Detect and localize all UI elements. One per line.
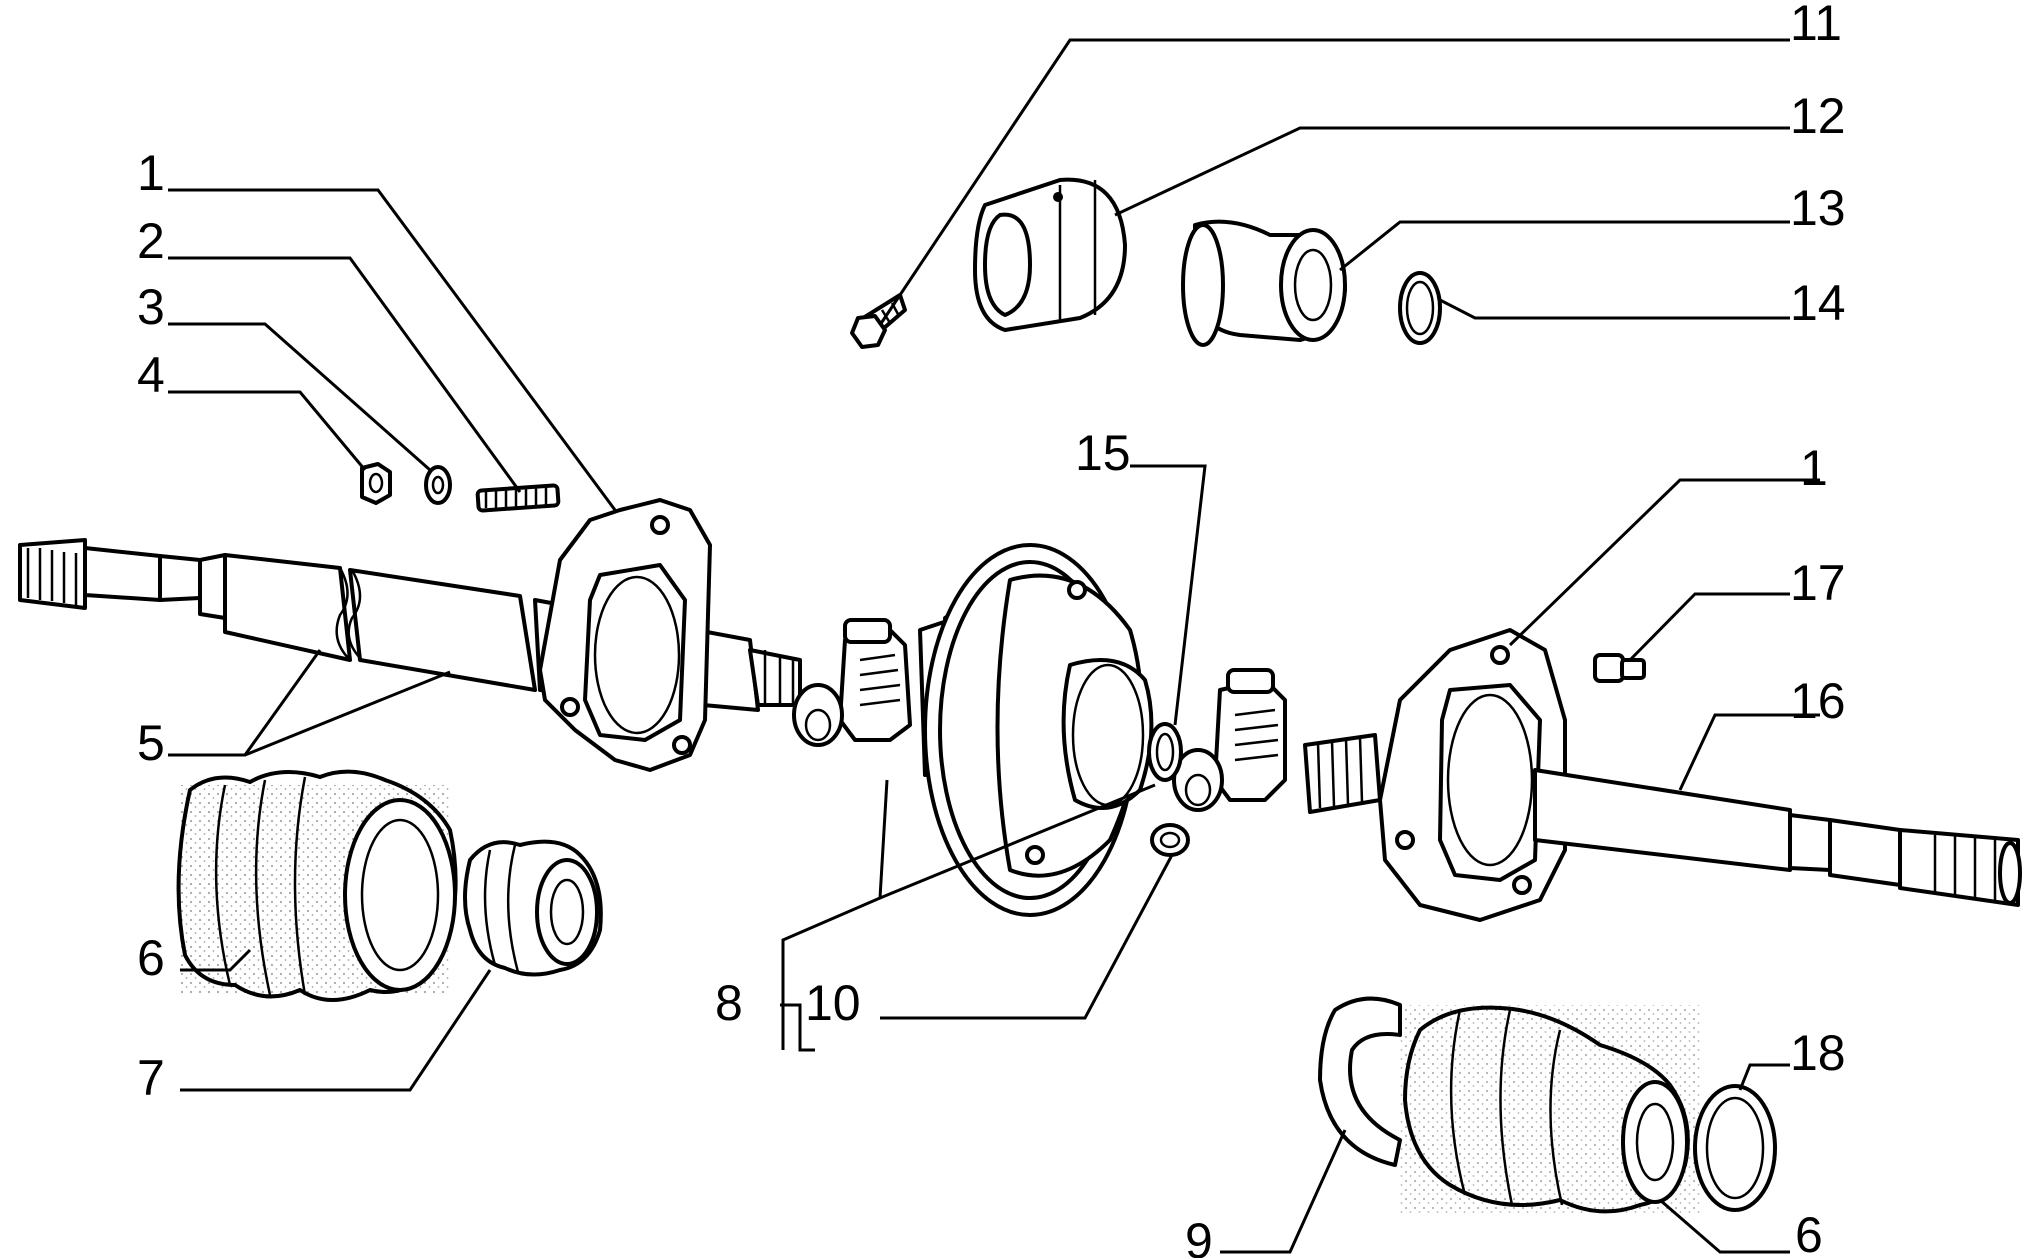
- left-inner-boot: [463, 839, 603, 977]
- large-hose-clamp: [1318, 996, 1402, 1167]
- thrust-ring: [1150, 823, 1190, 857]
- left-bearing-flange: [538, 498, 712, 772]
- callout-15: 15: [1075, 425, 1131, 481]
- sliding-sleeve: [973, 177, 1127, 332]
- callout-16: 16: [1790, 673, 1846, 729]
- callout-12: 12: [1790, 88, 1846, 144]
- callout-3: 3: [137, 279, 165, 335]
- callout-4: 4: [137, 347, 165, 403]
- callout-11: 11: [1790, 0, 1842, 51]
- callout-14: 14: [1790, 275, 1846, 331]
- callout-17: 17: [1790, 555, 1846, 611]
- synchro-hub: [1181, 219, 1347, 347]
- leader-lines: [168, 38, 1820, 1254]
- callout-8: 8: [715, 975, 743, 1031]
- right-bearing-flange: [1378, 628, 1567, 922]
- spring-washer: [424, 465, 452, 505]
- callout-6b: 6: [1795, 1207, 1823, 1258]
- differential-carrier: [918, 543, 1154, 917]
- right-spider-gear: [1172, 668, 1287, 812]
- callout-13: 13: [1790, 180, 1846, 236]
- callout-10: 10: [805, 975, 861, 1031]
- circlip: [1147, 722, 1183, 782]
- callout-6a: 6: [137, 930, 165, 986]
- right-drive-shaft: [1303, 733, 2022, 907]
- callout-5: 5: [137, 715, 165, 771]
- right-boot: [1400, 1005, 1700, 1215]
- callout-9: 9: [1185, 1213, 1213, 1258]
- callout-labels: 1 2 3 4 5 6 7 8 9 10 11 12 13 14 15 1 16…: [137, 0, 1846, 1258]
- small-hose-clamp: [1693, 1084, 1777, 1212]
- callout-7: 7: [137, 1050, 165, 1106]
- callout-2: 2: [137, 213, 165, 269]
- callout-1b: 1: [1800, 440, 1828, 496]
- nut: [360, 462, 392, 505]
- hex-bolt: [850, 293, 907, 349]
- left-outer-boot: [176, 769, 458, 1002]
- drain-plug: [1593, 653, 1646, 683]
- left-spider-gear: [792, 618, 912, 747]
- callout-1a: 1: [137, 145, 165, 201]
- callout-18: 18: [1790, 1025, 1846, 1081]
- snap-ring: [1398, 271, 1442, 345]
